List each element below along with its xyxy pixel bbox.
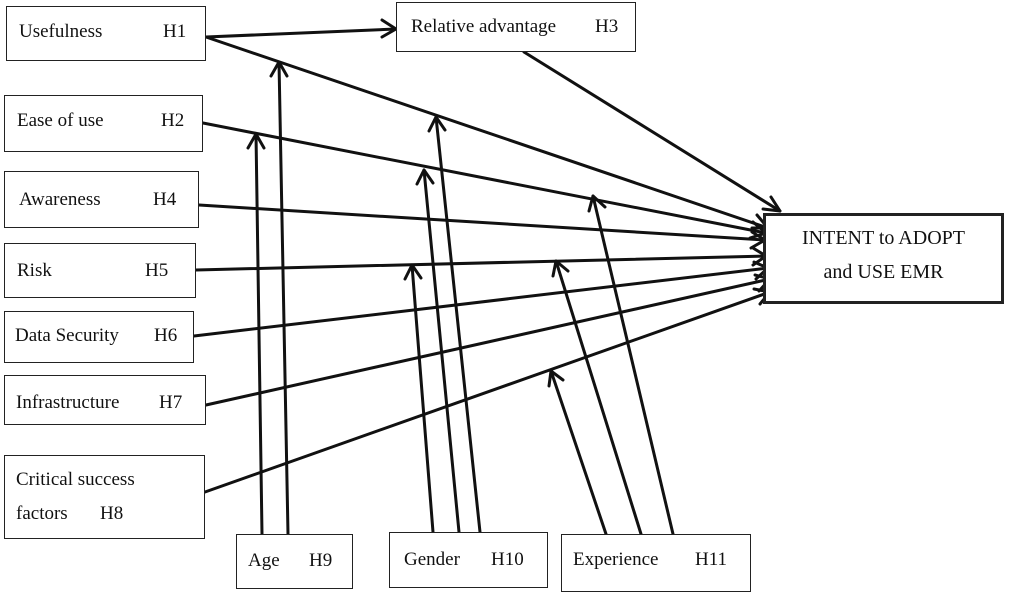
node-relative-advantage: Relative advantage H3 xyxy=(396,2,636,52)
node-experience: Experience H11 xyxy=(561,534,751,592)
node-label-line1: INTENT to ADOPT xyxy=(802,227,965,249)
arrow-infrastructure-to-intent xyxy=(204,273,772,407)
arrow-ease-of-use-to-intent xyxy=(201,121,768,240)
node-label-line2: and USE EMR xyxy=(823,261,944,283)
node-label: Gender xyxy=(404,549,460,570)
node-label-line1: Critical success xyxy=(16,469,135,490)
hypothesis-label: H7 xyxy=(159,392,183,413)
arrow-experience-moderation-1 xyxy=(547,369,608,536)
hypothesis-label: H1 xyxy=(163,21,187,42)
arrow-gender-moderation-2 xyxy=(415,168,461,534)
node-risk: Risk H5 xyxy=(4,243,196,298)
node-critical-success-factors: Critical success factors H8 xyxy=(4,455,205,539)
arrow-gender-moderation-3 xyxy=(427,115,482,534)
node-label: Ease of use xyxy=(17,110,104,131)
hypothesis-label: H8 xyxy=(100,503,124,524)
node-data-security: Data Security H6 xyxy=(4,311,194,363)
node-label: Age xyxy=(248,550,280,571)
node-label: Awareness xyxy=(19,189,101,210)
hypothesis-label: H11 xyxy=(695,549,728,570)
arrow-experience-moderation-3 xyxy=(587,194,675,536)
arrow-relative-advantage-to-intent xyxy=(522,50,782,213)
arrow-age-moderation-1 xyxy=(246,132,266,536)
node-label: Experience xyxy=(573,549,659,570)
node-gender: Gender H10 xyxy=(389,532,548,588)
arrow-gender-moderation-1 xyxy=(403,263,435,534)
hypothesis-label: H3 xyxy=(595,16,619,37)
arrow-critical-success-factors-to-intent xyxy=(203,287,772,494)
node-ease-of-use: Ease of use H2 xyxy=(4,95,203,152)
node-label-line2: factors xyxy=(16,503,68,524)
arrow-experience-moderation-2 xyxy=(551,259,643,536)
node-label: Relative advantage xyxy=(411,16,557,37)
node-infrastructure: Infrastructure H7 xyxy=(4,375,206,425)
hypothesis-label: H4 xyxy=(153,189,177,210)
hypothesis-label: H9 xyxy=(309,550,333,571)
hypothesis-label: H5 xyxy=(145,260,169,281)
node-label: Data Security xyxy=(15,325,119,346)
node-age: Age H9 xyxy=(236,534,353,589)
node-intent-to-adopt: INTENT to ADOPT and USE EMR xyxy=(763,213,1004,304)
arrow-usefulness-to-intent xyxy=(204,35,770,230)
arrow-age-moderation-2 xyxy=(269,60,290,536)
hypothesis-label: H2 xyxy=(161,110,185,131)
node-label: Usefulness xyxy=(19,21,103,42)
node-usefulness: Usefulness H1 xyxy=(6,6,206,61)
node-label: Risk xyxy=(17,260,52,281)
node-awareness: Awareness H4 xyxy=(4,171,199,228)
hypothesis-label: H6 xyxy=(154,325,178,346)
node-label: Infrastructure xyxy=(16,392,120,413)
hypothesis-label: H10 xyxy=(491,549,524,570)
arrow-usefulness-to-relative-advantage xyxy=(204,18,398,39)
